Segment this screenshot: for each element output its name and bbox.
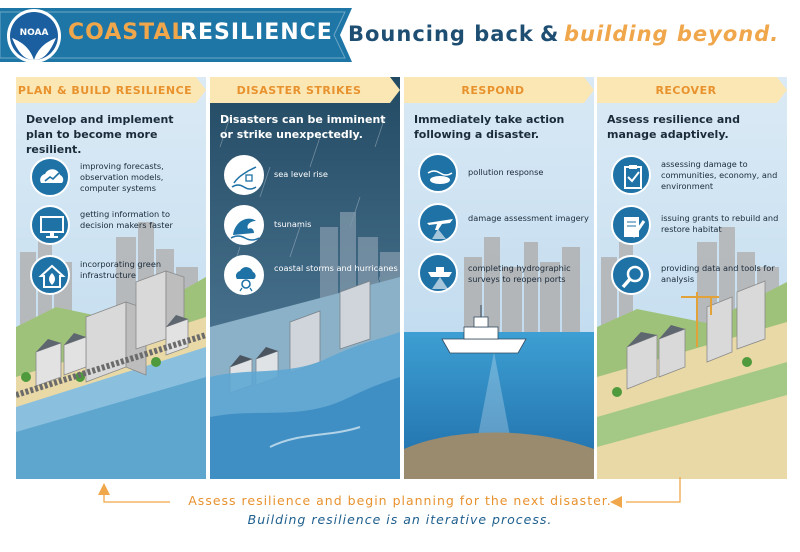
- item-text: providing data and tools for analysis: [661, 263, 775, 284]
- item-text: completing hydrographic surveys to reope…: [468, 263, 571, 284]
- tagline-ampersand: &: [540, 22, 559, 46]
- item-tsunamis: tsunamis: [224, 205, 400, 245]
- panel-description: Immediately take action following a disa…: [414, 113, 565, 141]
- tagline-building-beyond: building beyond.: [564, 22, 780, 46]
- title-coastal: COASTAL: [68, 20, 187, 45]
- panel-description: Develop and implement plan to become mor…: [26, 113, 174, 156]
- title-resilience: RESILIENCE: [180, 20, 333, 45]
- panel-title: RESPOND: [461, 84, 525, 97]
- item-providing-data: providing data and tools for analysis: [611, 255, 787, 295]
- panel-header-bar: [210, 77, 400, 103]
- clipboard-check-icon: [611, 155, 651, 195]
- item-issuing-grants: issuing grants to rebuild and restore ha…: [611, 205, 787, 245]
- cycle-arrows: [98, 477, 681, 508]
- cloud-chart-icon: [30, 157, 70, 197]
- recover-illustration: [597, 77, 787, 479]
- panel-description: Disasters can be imminent or strike unex…: [220, 113, 386, 141]
- item-hydrographic-surveys: completing hydrographic surveys to reope…: [418, 253, 594, 293]
- logo-text: NOAA: [20, 28, 49, 38]
- item-text: assessing damage to communities, economy…: [661, 159, 778, 191]
- panel-recover: RECOVER Assess resilience and manage ada…: [597, 77, 787, 479]
- panel-header-bar: [16, 77, 206, 103]
- item-assessing-damage: assessing damage to communities, economy…: [611, 155, 787, 195]
- noaa-logo: NOAA: [7, 9, 61, 63]
- document-pen-icon: [611, 205, 651, 245]
- tagline-bouncing-back: Bouncing back: [348, 22, 534, 46]
- panel-title: RECOVER: [655, 84, 717, 97]
- survey-ship: [441, 305, 527, 354]
- panel-header-bar: [597, 77, 787, 103]
- green-house-icon: [30, 255, 70, 295]
- oil-spill-icon: [418, 153, 458, 193]
- panel-header-bar: [404, 77, 594, 103]
- panel-title: DISASTER STRIKES: [236, 84, 362, 97]
- item-green-infrastructure: incorporating green infrastructure: [30, 255, 206, 295]
- item-text: sea level rise: [274, 169, 328, 179]
- airplane-icon: [418, 203, 458, 243]
- item-text: damage assessment imagery: [468, 213, 589, 223]
- item-pollution-response: pollution response: [418, 153, 594, 193]
- item-coastal-storms: coastal storms and hurricanes: [224, 255, 400, 295]
- monitor-icon: [30, 205, 70, 245]
- item-information: getting information to decision makers f…: [30, 205, 206, 245]
- sea-level-rise-icon: [224, 155, 264, 195]
- arrow-up-icon: [98, 483, 110, 495]
- item-text: tsunamis: [274, 219, 312, 229]
- panel-disaster-strikes: DISASTER STRIKES Disasters can be immine…: [210, 77, 400, 479]
- item-text: getting information to decision makers f…: [80, 209, 173, 230]
- tsunami-wave-icon: [224, 205, 264, 245]
- footer-iterative-process: Building resilience is an iterative proc…: [247, 512, 553, 527]
- footer-next-disaster: Assess resilience and begin planning for…: [188, 493, 612, 508]
- arrow-left-icon: [610, 496, 622, 508]
- panel-title: PLAN & BUILD RESILIENCE: [17, 84, 193, 97]
- item-sea-level-rise: sea level rise: [224, 155, 400, 195]
- construction-crane: [681, 292, 719, 347]
- panel-plan-build: PLAN & BUILD RESILIENCE Develop and impl…: [16, 77, 206, 479]
- item-text: issuing grants to rebuild and restore ha…: [661, 213, 779, 234]
- panel-description: Assess resilience and manage adaptively.: [607, 113, 740, 141]
- item-damage-imagery: damage assessment imagery: [418, 203, 594, 243]
- survey-ship-icon: [418, 253, 458, 293]
- item-text: pollution response: [468, 167, 544, 177]
- hurricane-icon: [224, 255, 264, 295]
- magnifier-icon: [611, 255, 651, 295]
- title-banner: [0, 8, 352, 62]
- panel-respond: RESPOND Immediately take action followin…: [404, 77, 594, 479]
- item-text: incorporating green infrastructure: [80, 259, 162, 280]
- item-forecasts: improving forecasts, observation models,…: [30, 157, 206, 197]
- header: NOAA COASTAL RESILIENCE Bouncing back & …: [0, 0, 800, 70]
- item-text: coastal storms and hurricanes: [274, 263, 398, 273]
- item-text: improving forecasts, observation models,…: [80, 161, 164, 193]
